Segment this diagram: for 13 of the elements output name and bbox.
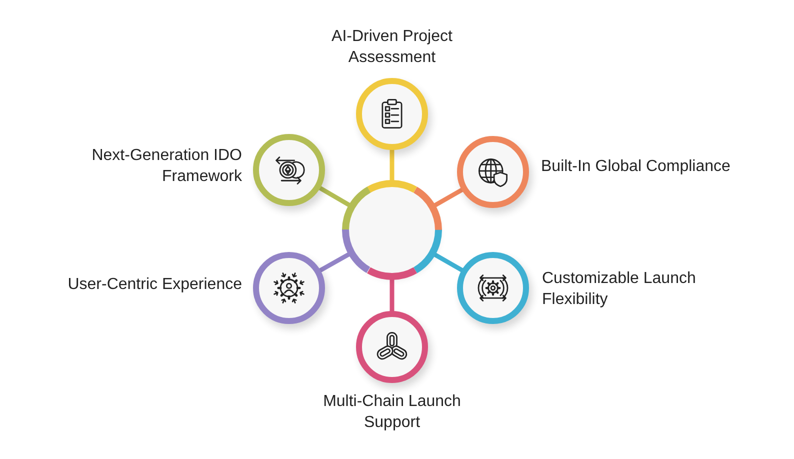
feature-label: AI-Driven Project Assessment: [330, 27, 454, 68]
feature-label: Multi-Chain Launch Support: [322, 392, 462, 433]
connector-line: [390, 278, 394, 313]
center-circle: [342, 180, 442, 280]
connector-line: [318, 252, 352, 274]
feature-label: Built-In Global Compliance: [541, 157, 732, 177]
feature-label: User-Centric Experience: [66, 275, 242, 295]
connector-line: [432, 252, 465, 274]
connector-line: [317, 185, 352, 208]
feature-label: Next-Generation IDO Framework: [90, 146, 242, 187]
feature-label: Customizable Launch Flexibility: [542, 269, 697, 310]
connector-line: [432, 186, 465, 208]
connector-line: [390, 148, 394, 182]
